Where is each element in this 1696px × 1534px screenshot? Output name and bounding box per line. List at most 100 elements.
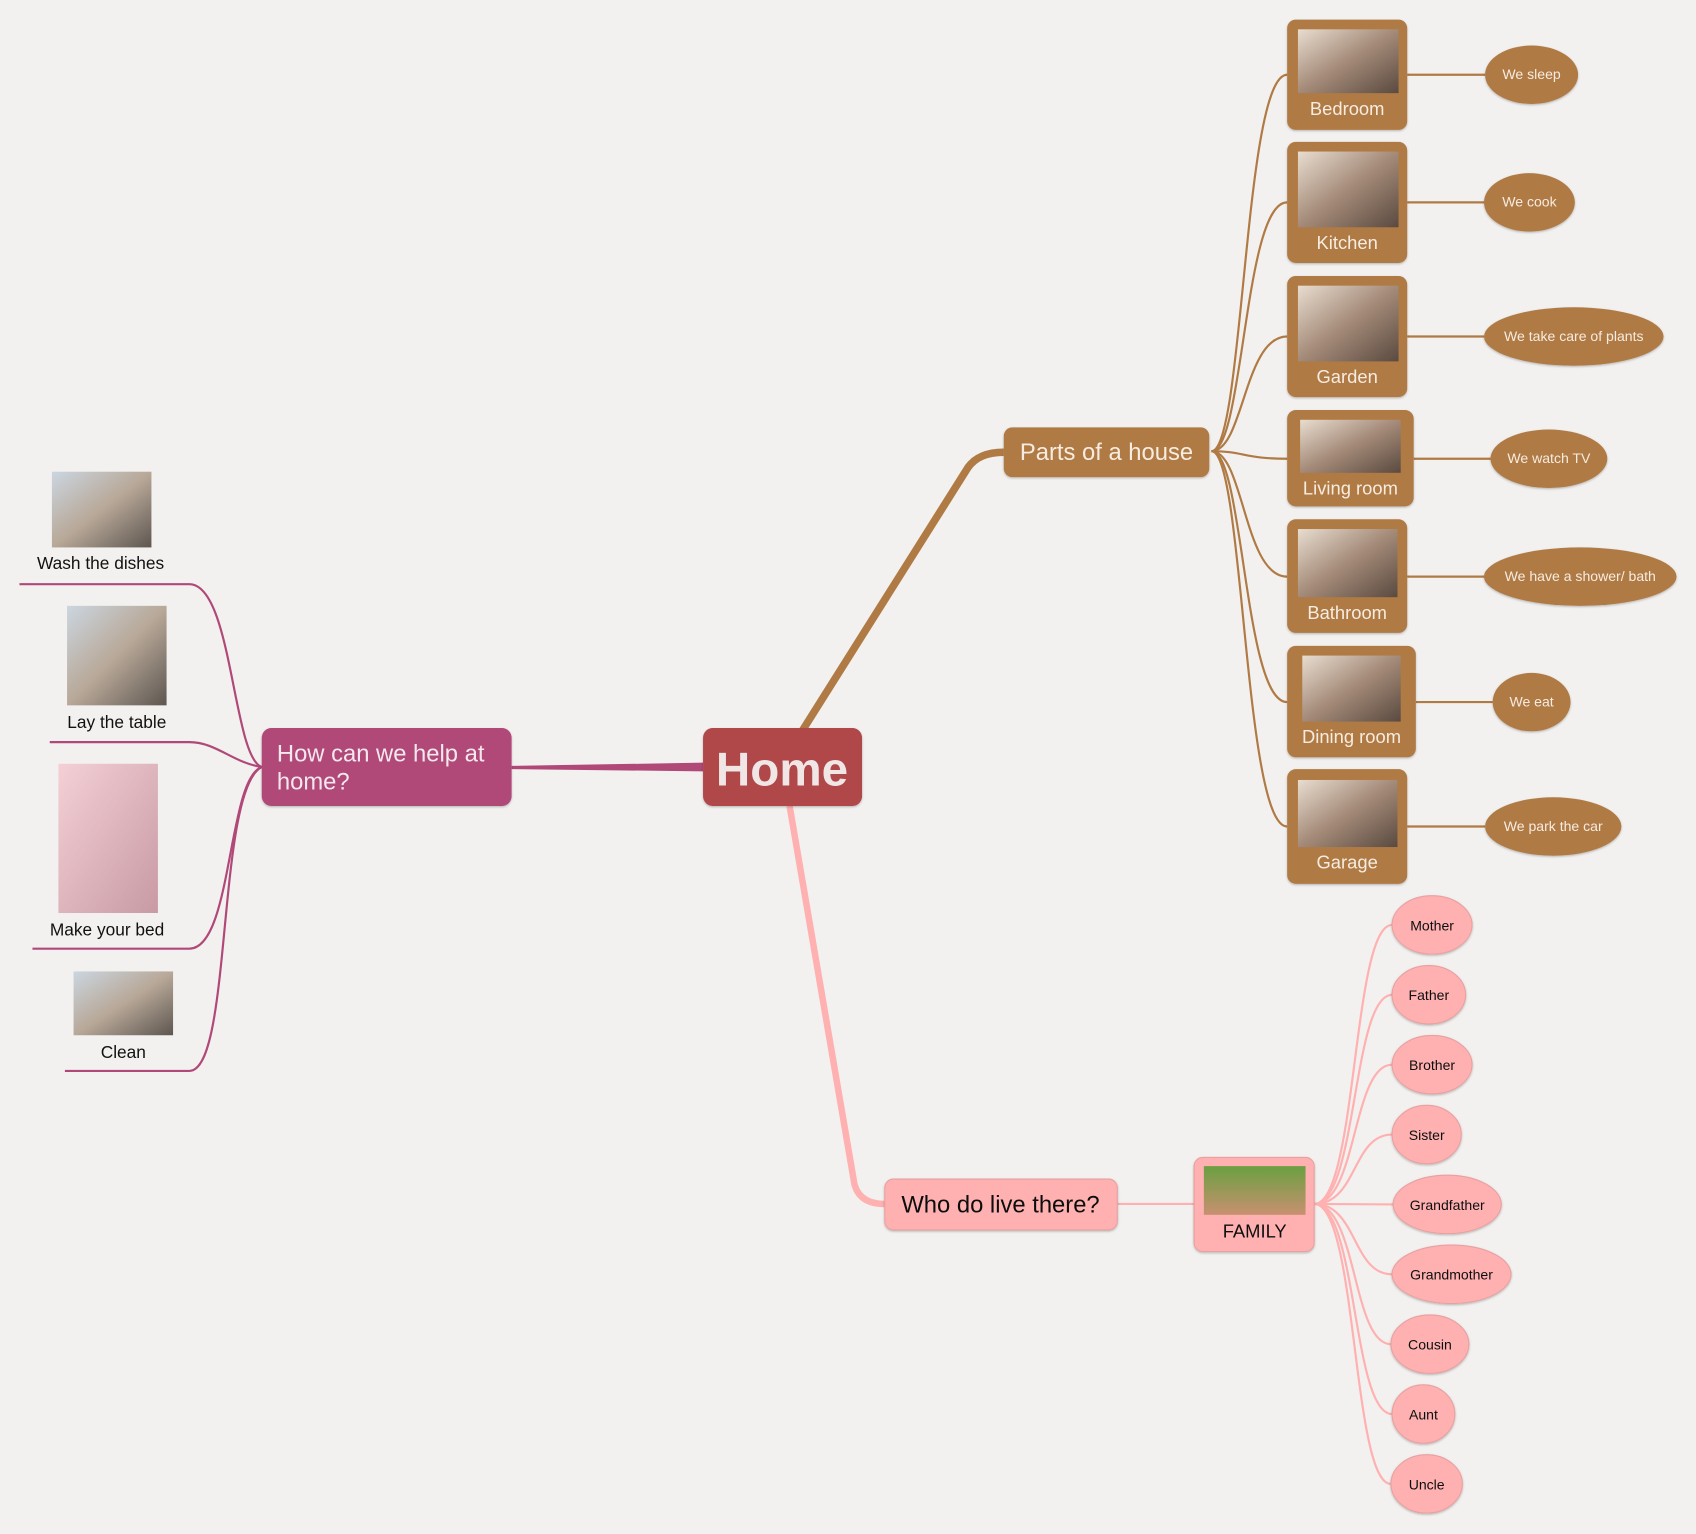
room-note-bubble[interactable]: We watch TV bbox=[1490, 429, 1608, 488]
family-member-node[interactable]: Sister bbox=[1391, 1104, 1462, 1165]
connector-help-lay bbox=[49, 741, 262, 769]
help-item-make-bed[interactable]: Make your bed bbox=[50, 763, 164, 940]
parts-node[interactable]: Parts of a house bbox=[1003, 427, 1210, 478]
note-ellipse bbox=[1485, 797, 1622, 856]
help-items: Wash the dishes Lay the table Make your … bbox=[37, 471, 174, 1062]
family-member-node[interactable]: Uncle bbox=[1390, 1454, 1463, 1514]
room-photo bbox=[1297, 779, 1398, 848]
family-member-label: Uncle bbox=[1409, 1476, 1445, 1492]
room-node[interactable]: Garage bbox=[1287, 769, 1408, 884]
lay-table-photo bbox=[67, 605, 167, 706]
room-note-label: We cook bbox=[1502, 194, 1557, 210]
family-label: FAMILY bbox=[1223, 1221, 1287, 1242]
room-note-bubble[interactable]: We take care of plants bbox=[1484, 307, 1664, 366]
connector-parts-room bbox=[1211, 450, 1288, 828]
room-node[interactable]: Dining room bbox=[1287, 645, 1416, 758]
family-member-node[interactable]: Aunt bbox=[1391, 1384, 1456, 1444]
room-note-label: We have a shower/ bath bbox=[1505, 568, 1656, 584]
connector-family-member bbox=[1314, 1202, 1392, 1346]
connector-parts-room bbox=[1211, 450, 1288, 460]
family-member-node[interactable]: Mother bbox=[1391, 895, 1473, 955]
room-note-bubble[interactable]: We eat bbox=[1492, 672, 1571, 732]
help-item-wash-dishes[interactable]: Wash the dishes bbox=[37, 471, 165, 573]
family-member-node[interactable]: Brother bbox=[1391, 1034, 1473, 1095]
member-ellipse bbox=[1391, 1034, 1473, 1095]
root-label: Home bbox=[716, 743, 848, 796]
family-member-label: Cousin bbox=[1408, 1337, 1452, 1353]
room-node[interactable]: Bedroom bbox=[1287, 19, 1408, 130]
note-ellipse bbox=[1484, 307, 1664, 366]
room-label: Dining room bbox=[1302, 726, 1401, 747]
member-ellipse bbox=[1391, 965, 1467, 1025]
wash-dishes-photo bbox=[51, 471, 152, 548]
help-item-lay-table[interactable]: Lay the table bbox=[67, 605, 167, 732]
connector-parts-room bbox=[1211, 450, 1288, 578]
family-member-node[interactable]: Grandfather bbox=[1392, 1174, 1502, 1235]
note-ellipse bbox=[1484, 173, 1575, 232]
family-photo bbox=[1203, 1166, 1306, 1215]
room-node[interactable]: Kitchen bbox=[1287, 141, 1408, 263]
family-member-label: Father bbox=[1409, 987, 1450, 1003]
member-ellipse bbox=[1391, 1384, 1456, 1444]
family-member-node[interactable]: Cousin bbox=[1390, 1314, 1470, 1374]
connector-help-clean bbox=[64, 766, 263, 1073]
member-ellipse bbox=[1391, 1244, 1512, 1305]
root-node-home[interactable]: Home bbox=[703, 728, 863, 806]
connector-home-who bbox=[786, 805, 885, 1208]
who-node[interactable]: Who do live there? bbox=[884, 1178, 1118, 1231]
family-member-label: Grandmother bbox=[1410, 1267, 1493, 1283]
help-label-line1: How can we help at bbox=[277, 741, 485, 768]
connector-family-member bbox=[1314, 1063, 1393, 1206]
note-ellipse bbox=[1492, 672, 1571, 732]
family-member-label: Grandfather bbox=[1410, 1197, 1485, 1213]
parts-label: Parts of a house bbox=[1020, 439, 1193, 466]
lay-table-label: Lay the table bbox=[67, 712, 166, 732]
room-note-label: We watch TV bbox=[1507, 450, 1591, 466]
family-member-label: Sister bbox=[1409, 1127, 1445, 1143]
connector-family-member bbox=[1314, 1202, 1393, 1276]
connectors bbox=[19, 448, 1195, 1208]
room-note-bubble[interactable]: We cook bbox=[1484, 173, 1575, 232]
room-node[interactable]: Garden bbox=[1287, 275, 1408, 398]
connector-parts-room bbox=[1211, 450, 1288, 704]
family-members: MotherFatherBrotherSisterGrandfatherGran… bbox=[1390, 895, 1512, 1514]
room-node[interactable]: Bathroom bbox=[1287, 519, 1408, 633]
who-label: Who do live there? bbox=[901, 1192, 1099, 1219]
member-ellipse bbox=[1392, 1174, 1502, 1235]
member-ellipse bbox=[1390, 1314, 1470, 1374]
note-ellipse bbox=[1484, 547, 1677, 606]
connector-parts-room bbox=[1211, 335, 1288, 453]
connector-family-member bbox=[1313, 923, 1393, 1206]
note-ellipse bbox=[1485, 45, 1579, 104]
make-bed-label: Make your bed bbox=[50, 920, 164, 940]
room-note-label: We take care of plants bbox=[1504, 328, 1644, 344]
clean-photo bbox=[73, 971, 174, 1036]
family-member-label: Aunt bbox=[1409, 1406, 1438, 1422]
room-label: Living room bbox=[1303, 477, 1398, 498]
help-node[interactable]: How can we help at home? bbox=[261, 728, 512, 806]
room-photo bbox=[1297, 529, 1398, 598]
help-label-line2: home? bbox=[277, 769, 350, 796]
connector-family-member bbox=[1314, 1202, 1393, 1416]
room-note-bubble[interactable]: We sleep bbox=[1485, 45, 1579, 104]
member-ellipse bbox=[1391, 1104, 1462, 1165]
room-label: Bedroom bbox=[1310, 98, 1385, 119]
family-member-node[interactable]: Father bbox=[1391, 965, 1467, 1025]
family-node[interactable]: FAMILY bbox=[1193, 1156, 1315, 1253]
connector-home-help bbox=[511, 762, 704, 772]
member-ellipse bbox=[1390, 1454, 1463, 1514]
family-member-label: Mother bbox=[1410, 917, 1454, 933]
room-photo bbox=[1300, 419, 1401, 473]
room-note-bubble[interactable]: We have a shower/ bath bbox=[1484, 547, 1677, 606]
room-node[interactable]: Living room bbox=[1287, 410, 1414, 507]
help-item-clean[interactable]: Clean bbox=[73, 971, 174, 1062]
make-bed-photo bbox=[58, 763, 158, 914]
room-note-bubble[interactable]: We park the car bbox=[1485, 797, 1622, 856]
room-label: Garden bbox=[1317, 366, 1378, 387]
connector-family-member bbox=[1314, 993, 1393, 1206]
family-member-node[interactable]: Grandmother bbox=[1391, 1244, 1512, 1305]
family-member-label: Brother bbox=[1409, 1057, 1455, 1073]
room-note-label: We park the car bbox=[1504, 818, 1603, 834]
